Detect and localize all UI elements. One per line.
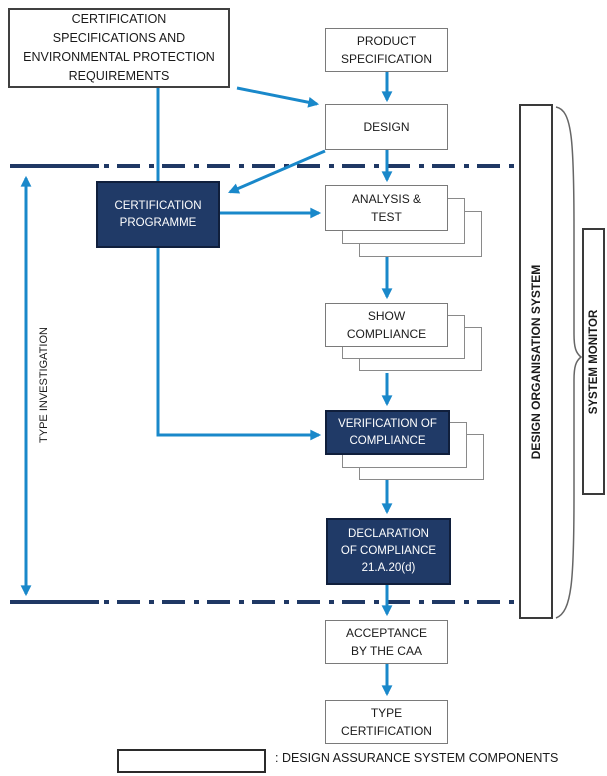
box-product-specification-label: PRODUCT SPECIFICATION [340,34,433,66]
box-certification-specifications: CERTIFICATION SPECIFICATIONS AND ENVIRON… [8,8,230,88]
box-type-certification: TYPE CERTIFICATION [325,700,448,744]
box-certification-specifications-label: CERTIFICATION SPECIFICATIONS AND ENVIRON… [23,12,215,83]
box-acceptance-by-the-caa: ACCEPTANCE BY THE CAA [325,620,448,664]
box-declaration-of-compliance: DECLARATION OF COMPLIANCE 21.A.20(d) [326,518,451,585]
connector-programme-to-verification [156,248,322,441]
box-design: DESIGN [325,104,448,150]
design-organisation-system-label: DESIGN ORGANISATION SYSTEM [529,264,543,459]
arrow-specs-to-design [236,86,320,108]
box-verification-of-compliance: VERIFICATION OF COMPLIANCE [325,410,450,455]
box-system-monitor: SYSTEM MONITOR [582,228,605,495]
system-monitor-brace [555,106,583,619]
arrow-design-to-programme [228,149,326,194]
box-product-specification: PRODUCT SPECIFICATION [325,28,448,72]
box-design-organisation-system: DESIGN ORGANISATION SYSTEM [519,104,553,619]
flow-arrows [20,72,393,697]
box-declaration-of-compliance-label: DECLARATION OF COMPLIANCE 21.A.20(d) [340,528,437,574]
phase-boundary-lines [10,164,519,604]
box-design-label: DESIGN [363,120,410,134]
box-analysis-test: ANALYSIS & TEST [325,185,448,231]
box-acceptance-by-the-caa-label: ACCEPTANCE BY THE CAA [345,626,428,658]
box-certification-programme-label: CERTIFICATION PROGRAMME [114,199,202,229]
box-type-certification-label: TYPE CERTIFICATION [341,706,432,738]
box-certification-programme: CERTIFICATION PROGRAMME [96,181,220,248]
box-show-compliance-label: SHOW COMPLIANCE [346,309,427,341]
type-investigation-label: TYPE INVESTIGATION [38,327,50,443]
box-verification-of-compliance-label: VERIFICATION OF COMPLIANCE [338,417,437,447]
legend-box [117,749,266,773]
legend-text: : DESIGN ASSURANCE SYSTEM COMPONENTS [275,751,559,765]
box-analysis-test-label: ANALYSIS & TEST [351,192,422,224]
system-monitor-label: SYSTEM MONITOR [587,309,600,414]
box-show-compliance: SHOW COMPLIANCE [325,303,448,347]
